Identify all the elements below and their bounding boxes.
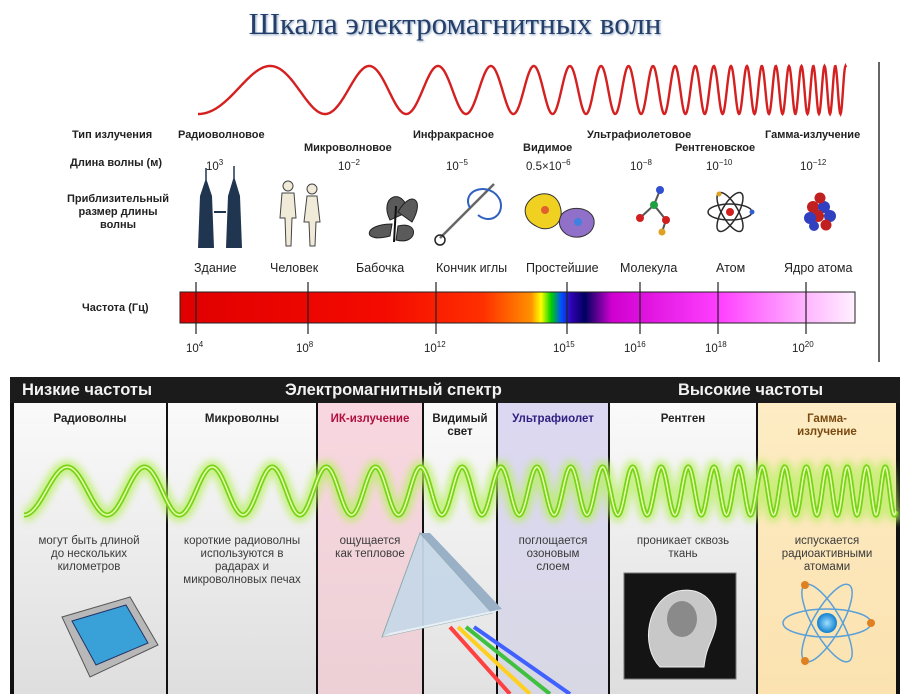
desc-ultraviolet: поглощается озоновым слоем <box>518 535 588 573</box>
frequency-spectrum-bar <box>179 291 856 324</box>
desc-microwave: короткие радиоволны используются в радар… <box>183 535 301 586</box>
column-title-visible: Видимый свет <box>432 413 488 438</box>
object-butterfly: Бабочка <box>356 261 405 275</box>
wavelength-value: 0.5×10−6 <box>526 158 571 173</box>
frequency-value: 104 <box>186 340 204 355</box>
header-low-frequencies: Низкие частоты <box>22 381 153 399</box>
type-xray: Рентгеновское <box>675 142 756 154</box>
frequency-value: 108 <box>296 340 314 355</box>
protozoa-icon <box>524 193 595 238</box>
wavelength-value: 10−12 <box>800 158 827 173</box>
type-visible: Видимое <box>523 142 573 154</box>
building-icon <box>198 166 242 248</box>
wavelength-value: 10−8 <box>630 158 652 173</box>
column-infrared <box>318 403 422 694</box>
type-microwave: Микроволновое <box>304 142 392 154</box>
green-wave-highlight <box>24 466 897 516</box>
column-gamma <box>758 403 896 694</box>
human-icon <box>279 180 321 247</box>
type-gamma: Гамма-излучение <box>765 129 861 141</box>
column-title-gamma: Гамма-излучение <box>797 413 857 438</box>
object-human: Человек <box>270 261 319 275</box>
label-radiation-type: Тип излучения <box>72 129 153 141</box>
column-title-ultraviolet: Ультрафиолет <box>512 413 594 425</box>
desc-gamma: испускается радиоактивными атомами <box>781 535 873 573</box>
desc-xray: проникает сквозь ткань <box>636 535 730 560</box>
needle-icon <box>434 183 502 246</box>
type-infrared: Инфракрасное <box>413 129 494 141</box>
object-building: Здание <box>194 261 237 275</box>
object-nucleus: Ядро атома <box>784 261 853 275</box>
wavelength-value: 10−10 <box>706 158 733 173</box>
spectrum-panel: Низкие частоты Электромагнитный спектр В… <box>10 377 900 694</box>
label-frequency: Частота (Гц) <box>82 302 149 314</box>
desc-infrared: ощущается как тепловое <box>335 535 405 560</box>
header-spectrum-title: Электромагнитный спектр <box>285 381 502 399</box>
wavelength-value: 10−2 <box>338 158 360 173</box>
wavelength-value: 103 <box>206 158 224 173</box>
gamma-atom-icon <box>782 581 875 665</box>
frequency-value: 1015 <box>553 340 575 355</box>
nucleus-icon <box>804 192 836 231</box>
desc-radio: могут быть длиной до нескольких километр… <box>38 535 140 573</box>
wavelength-value: 10−5 <box>446 158 468 173</box>
frequency-value: 1018 <box>705 340 727 355</box>
label-wavelength: Длина волны (м) <box>70 157 163 169</box>
frequency-value: 1012 <box>424 340 446 355</box>
frequency-value: 1016 <box>624 340 646 355</box>
column-title-microwave: Микроволны <box>204 413 280 425</box>
green-wave-layer <box>23 458 900 694</box>
column-ultraviolet <box>498 403 608 694</box>
header-high-frequencies: Высокие частоты <box>678 381 824 399</box>
object-protozoa: Простейшие <box>526 261 599 275</box>
label-approx-size: Приблизительный размер длины волны <box>67 193 169 231</box>
red-sine-wave <box>198 62 848 117</box>
column-title-radio: Радиоволны <box>53 413 127 425</box>
prism-icon <box>381 532 572 694</box>
column-title-xray: Рентген <box>660 413 706 425</box>
page-title: Шкала электромагнитных волн <box>248 6 662 41</box>
frequency-ticks <box>195 282 807 334</box>
object-needle-tip: Кончик иглы <box>436 261 508 275</box>
object-molecule: Молекула <box>620 261 678 275</box>
molecule-icon <box>636 186 670 236</box>
xray-head-icon <box>623 572 737 680</box>
column-microwave <box>168 403 316 694</box>
type-radio: Радиоволновое <box>178 129 265 141</box>
frequency-value: 1020 <box>792 340 814 355</box>
spectrum-header: Низкие частоты Электромагнитный спектр В… <box>10 377 900 403</box>
butterfly-icon <box>368 196 418 243</box>
top-diagram <box>179 62 880 362</box>
object-atom: Атом <box>716 261 746 275</box>
column-title-infrared: ИК-излучение <box>330 413 410 425</box>
tv-icon <box>61 596 159 678</box>
type-ultraviolet: Ультрафиолетовое <box>587 129 692 141</box>
atom-icon <box>707 191 755 233</box>
